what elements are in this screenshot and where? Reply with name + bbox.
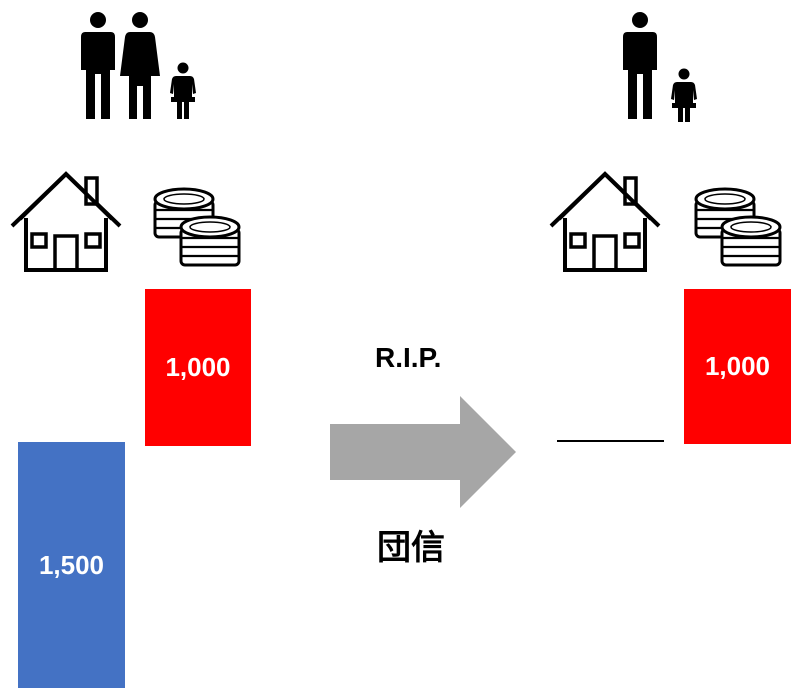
coin-stacks-icon (152, 186, 244, 268)
coin-stacks-icon (693, 186, 785, 268)
rip-label: R.I.P. (375, 342, 442, 373)
family-three-people-icon (80, 10, 200, 122)
right-arrow-icon (328, 396, 518, 508)
savings-value-left: 1,000 (165, 352, 231, 382)
loan-value: 1,500 (38, 549, 105, 580)
cleared-loan-line (557, 440, 664, 442)
family-two-people-icon (620, 10, 704, 122)
house-icon (8, 170, 124, 272)
house-icon (547, 170, 663, 272)
savings-bar-right: 1,000 (684, 289, 791, 444)
savings-bar-left: 1,000 (145, 289, 251, 446)
dansin-label: 団信 (377, 528, 445, 568)
savings-value-right: 1,000 (704, 351, 771, 381)
loan-bar: 1,500 (18, 442, 125, 688)
